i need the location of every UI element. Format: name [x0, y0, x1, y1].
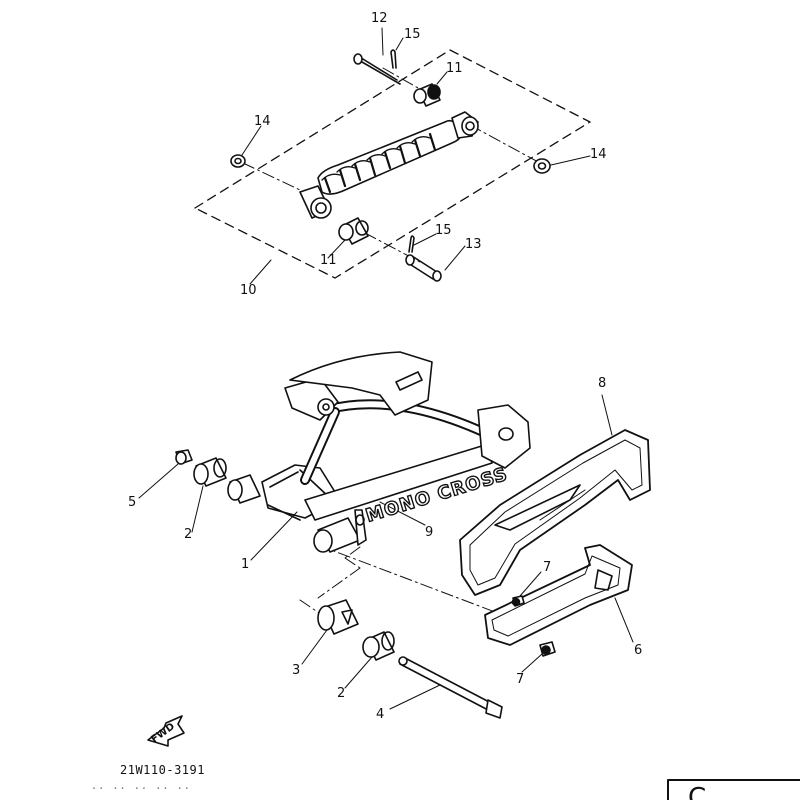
rear-shock-absorber: [299, 111, 479, 219]
part-number-7-upper: 7: [543, 560, 551, 575]
part-number-11-lower: 11: [320, 253, 337, 268]
washer-right: [533, 158, 551, 174]
part-number-12: 12: [371, 11, 388, 26]
pivot-collar: [317, 599, 359, 635]
corner-reference-box: [667, 779, 800, 800]
bushing-upper: [413, 83, 441, 107]
corner-mark: C: [688, 783, 706, 800]
part-number-3: 3: [292, 663, 300, 678]
drawing-code: 21W110-3191: [120, 763, 205, 777]
faded-stamp-text: ·· ·· ·· ·· ··: [92, 782, 192, 797]
shock-upper-bolt: [353, 53, 401, 85]
part-number-7-lower: 7: [516, 672, 524, 687]
forward-direction-arrow: [147, 715, 185, 747]
part-number-10: 10: [240, 283, 257, 298]
cotter-pin-lower: [408, 235, 415, 253]
part-number-11-upper: 11: [446, 61, 463, 76]
chain-guard: [484, 544, 633, 646]
cotter-pin-upper: [390, 49, 397, 69]
part-number-9: 9: [425, 525, 433, 540]
chain-case-bolt-upper: [511, 595, 525, 607]
part-number-1: 1: [241, 557, 249, 572]
part-number-8: 8: [598, 376, 606, 391]
part-number-2-upper: 2: [184, 527, 192, 542]
part-number-6: 6: [634, 643, 642, 658]
part-number-labels: 12 15 11 14 14 11 15 13 10 5 2 1 9 8 7 6…: [128, 11, 642, 722]
bushing-lower: [338, 217, 369, 245]
chain-case: [459, 429, 651, 596]
part-number-13: 13: [465, 237, 482, 252]
shock-lower-bolt: [405, 254, 442, 282]
shock-assembly-group-box: [194, 49, 591, 279]
leader-lines: [138, 27, 634, 710]
part-number-15-lower: 15: [435, 223, 452, 238]
part-number-2-lower: 2: [337, 686, 345, 701]
part-number-5: 5: [128, 495, 136, 510]
pivot-nut: [175, 449, 193, 465]
part-number-14-left: 14: [254, 114, 271, 129]
swingarm: [227, 351, 531, 553]
part-number-15-upper: 15: [404, 27, 421, 42]
part-number-14-right: 14: [590, 147, 607, 162]
pivot-bushing-upper: [193, 457, 227, 487]
part-number-4: 4: [376, 707, 384, 722]
pivot-shaft-bolt: [398, 656, 503, 719]
chain-guard-bolt-lower: [539, 641, 556, 657]
pivot-bushing-lower: [362, 631, 395, 661]
washer-left: [230, 154, 246, 168]
